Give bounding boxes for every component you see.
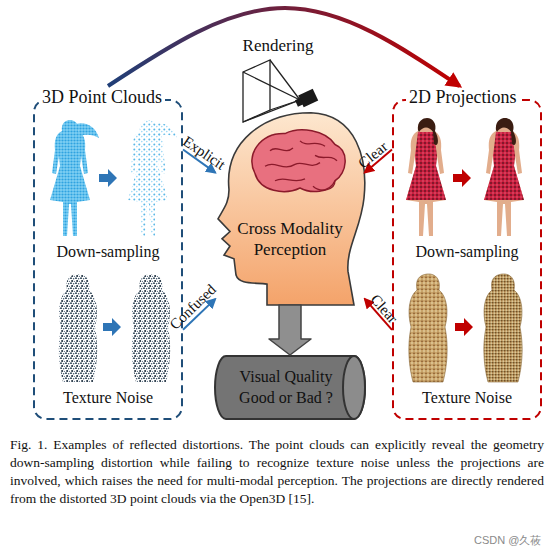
brain-fold xyxy=(315,155,337,160)
projection-hair xyxy=(418,118,438,145)
projection-figure xyxy=(406,118,446,236)
head-silhouette xyxy=(215,110,365,305)
point-cloud-hair xyxy=(154,123,177,138)
projection-hair xyxy=(496,118,516,145)
perception-head: Cross Modality Perception xyxy=(215,110,365,305)
rendering-arc xyxy=(108,8,460,86)
group-box: 3D Point CloudsDown-samplingTexture Nois… xyxy=(33,86,183,420)
edge-label: Confused xyxy=(167,281,220,333)
projection-statue xyxy=(409,274,447,382)
point-cloud-figure xyxy=(50,120,90,236)
process-arrow xyxy=(455,318,473,336)
process-arrow xyxy=(103,318,121,336)
process-arrow xyxy=(453,169,471,187)
cylinder-cap xyxy=(343,356,365,419)
brain-fold xyxy=(270,148,293,151)
edge-label: Clear xyxy=(355,138,391,171)
dashed-border xyxy=(393,100,541,419)
brain-fold xyxy=(275,179,305,181)
camera-icon xyxy=(243,60,300,122)
edge-label: Rendering xyxy=(243,37,314,56)
camera-frustum xyxy=(270,60,300,100)
row-label: Down-sampling xyxy=(33,242,183,262)
projection-dress xyxy=(406,132,446,200)
dashed-border xyxy=(34,100,182,419)
row-label: Down-sampling xyxy=(392,242,542,262)
edge-label: Clear xyxy=(367,291,401,326)
quality-cylinder: Visual Quality Good or Bad ? xyxy=(215,355,365,420)
head-silhouette xyxy=(218,113,365,305)
row-label: Texture Noise xyxy=(392,388,542,408)
brain-fold xyxy=(313,181,335,190)
camera-frustum xyxy=(243,72,300,100)
group-title: 2D Projections xyxy=(406,86,520,109)
projection-skin xyxy=(484,120,524,236)
projection-dress xyxy=(484,132,524,200)
camera-lens xyxy=(295,98,303,107)
cylinder-shape xyxy=(215,355,365,420)
point-cloud-figure xyxy=(128,120,168,236)
process-arrow xyxy=(99,169,117,187)
brain-fold xyxy=(300,141,325,146)
edge-label: Explicit xyxy=(180,133,229,173)
group-title: 3D Point Clouds xyxy=(39,86,165,109)
point-cloud-statue xyxy=(59,274,97,382)
point-cloud-statue xyxy=(132,274,170,382)
cylinder-body xyxy=(215,356,365,419)
camera-body xyxy=(294,89,319,110)
brain-fold xyxy=(265,163,320,167)
output-arrow xyxy=(269,305,311,355)
cylinder-label: Visual Quality Good or Bad ? xyxy=(227,366,345,408)
group-box: 2D ProjectionsDown-samplingTexture Noise xyxy=(392,86,542,420)
point-cloud-figure xyxy=(50,120,99,236)
figure-caption: Fig. 1. Examples of reflected distortion… xyxy=(10,436,544,508)
brain-icon xyxy=(252,130,345,192)
projection-statue xyxy=(484,274,522,382)
row-label: Texture Noise xyxy=(33,388,183,408)
head-label: Cross Modality Perception xyxy=(215,218,365,260)
watermark: CSDN @久莜 xyxy=(474,533,541,548)
point-cloud-hair xyxy=(76,123,99,138)
point-cloud-figure xyxy=(128,120,177,236)
projection-skin xyxy=(406,120,446,236)
projection-figure xyxy=(484,118,524,236)
